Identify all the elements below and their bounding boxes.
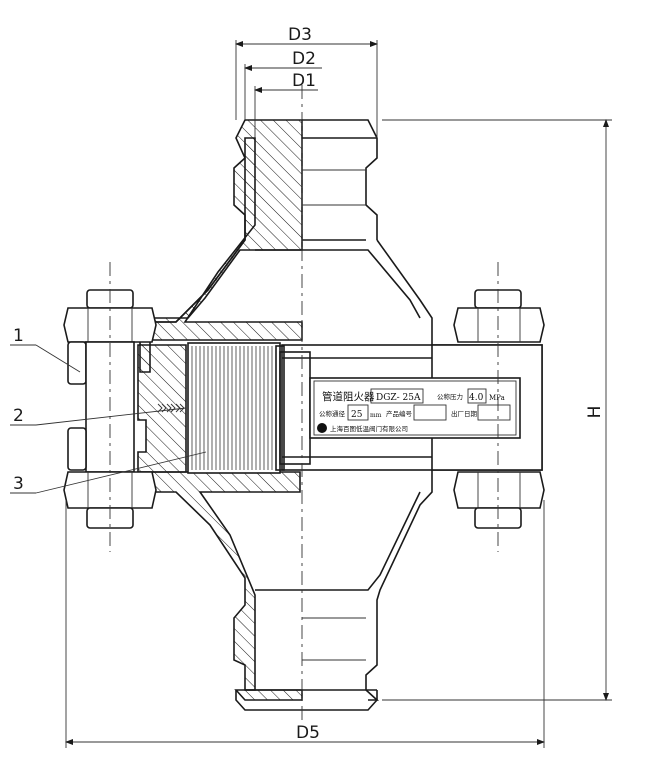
arrester-core-element: [157, 342, 311, 474]
callout-2: 2: [13, 406, 24, 426]
centre-lines: [109, 85, 499, 720]
dim-d5-label: D5: [296, 723, 320, 743]
nameplate-model: DGZ- 25A: [376, 393, 421, 403]
gasket-mark: [166, 403, 176, 413]
diameter-label: 公称通径: [319, 409, 346, 418]
dim-d1-label: D1: [292, 71, 316, 91]
callout-1: 1: [13, 326, 24, 346]
pressure-unit: MPa: [489, 394, 505, 402]
leader-lines: [10, 344, 207, 494]
nameplate: 管道阻火器 DGZ- 25A 公称压力 4.0 MPa 公称通径 25 mm 产…: [309, 377, 521, 439]
callout-3: 3: [13, 474, 24, 494]
serial-label: 产品编号: [386, 409, 413, 418]
diameter-value: 25: [351, 410, 363, 420]
date-label: 出厂日期: [451, 409, 478, 418]
dim-d2-label: D2: [292, 49, 316, 69]
pressure-label: 公称压力: [437, 392, 463, 401]
diameter-unit: mm: [370, 412, 382, 419]
maker-name: 上海百图低温阀门有限公司: [330, 424, 408, 433]
maker-logo-icon: [317, 423, 327, 433]
dim-h-label: H: [585, 406, 605, 419]
pressure-value: 4.0: [469, 393, 484, 403]
dimension-lines: [65, 40, 612, 748]
nameplate-title: 管道阻火器: [322, 390, 375, 403]
dim-d3-label: D3: [288, 25, 312, 45]
